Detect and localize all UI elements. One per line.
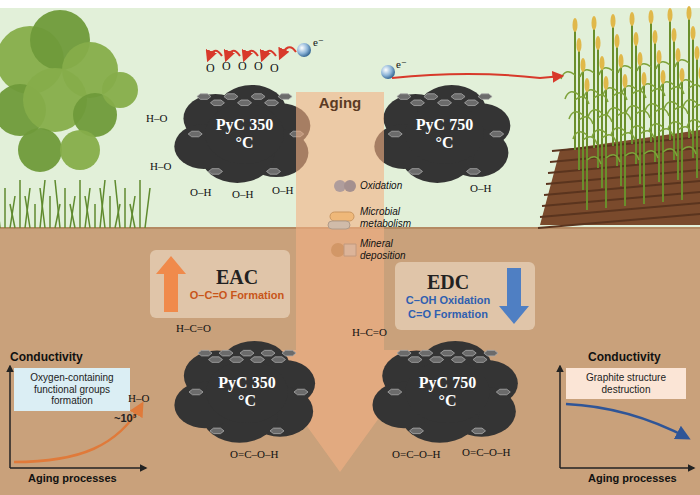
electron-label: e⁻ — [396, 58, 407, 71]
carbonyl-oxygen: O — [238, 60, 247, 74]
agent-label: Oxidation — [360, 180, 402, 192]
axis-title: Conductivity — [10, 351, 83, 365]
hydroxyl-group: O–H — [470, 182, 491, 195]
carbonyl-oxygen: O — [222, 60, 231, 74]
hydroxyl-group: H–O — [150, 160, 171, 173]
node-text-group: EDCC–OH OxidationC=O Formation — [395, 262, 535, 330]
node-text-group: PyC 750 °C — [372, 82, 517, 186]
axis-title: Aging processes — [28, 472, 117, 485]
pyrogenic-carbon-particle: PyC 350 °C — [172, 338, 322, 446]
aldehyde-group: H–C=O — [352, 326, 387, 339]
carbonyl-oxygen: O — [254, 60, 263, 74]
aldehyde-group: H–C=O — [176, 322, 211, 335]
node-text-group: Oxygen-containing functional groups form… — [14, 368, 130, 411]
conductivity-graph-left — [10, 366, 146, 468]
hydroxyl-group: H–O — [146, 112, 167, 125]
agent-label: Mineral deposition — [360, 238, 422, 261]
carbonyl-oxygen: O — [206, 62, 215, 76]
hydroxyl-group: O–H — [272, 184, 293, 197]
property-heading: EAC — [216, 266, 258, 289]
shrubs — [0, 10, 150, 228]
pyrogenic-carbon-particle: PyC 350 °C — [172, 82, 317, 186]
note-text: Graphite structure destruction — [570, 372, 682, 395]
node-text-group: PyC 350 °C — [172, 82, 317, 186]
particle-label: PyC 350 °C — [216, 374, 278, 411]
conductivity-graph-right — [560, 366, 694, 468]
property-detail: C=O Formation — [408, 308, 488, 321]
particle-label: PyC 750 °C — [414, 116, 476, 153]
hydroxyl-group: O–H — [232, 188, 253, 201]
process-label: Aging — [319, 94, 362, 111]
agent-label: Microbial metabolism — [360, 206, 422, 229]
note-box: Graphite structure destruction — [566, 368, 686, 399]
axis-title: Conductivity — [588, 351, 661, 365]
note-text: Oxygen-containing functional groups form… — [18, 372, 126, 407]
hydroxyl-group: H–O — [128, 392, 149, 405]
carbonyl-oxygen: O — [270, 62, 279, 76]
magnitude-label: ~10³ — [114, 412, 136, 425]
hydroxyl-group: O–H — [190, 186, 211, 199]
particle-label: PyC 350 °C — [214, 116, 276, 153]
crop-field — [538, 6, 700, 228]
electron-transfer-arrows — [208, 47, 562, 78]
axis-title: Aging processes — [588, 472, 677, 485]
electron-label: e⁻ — [313, 36, 324, 49]
carboxyl-group: O=C–O–H — [462, 446, 510, 459]
carboxyl-group: O=C–O–H — [392, 448, 440, 461]
node-text-group: EACO–C=O Formation — [150, 250, 290, 318]
node-text-group: Graphite structure destruction — [566, 368, 686, 399]
pyrogenic-carbon-particle: PyC 750 °C — [370, 338, 525, 446]
electron — [297, 43, 311, 57]
property-box: EACO–C=O Formation — [150, 250, 290, 318]
property-heading: EDC — [427, 271, 469, 294]
node-text-group: PyC 750 °C — [370, 338, 525, 446]
pyrogenic-carbon-particle: PyC 750 °C — [372, 82, 517, 186]
particle-label: PyC 750 °C — [417, 374, 479, 411]
note-box: Oxygen-containing functional groups form… — [14, 368, 130, 411]
property-detail: C–OH Oxidation — [406, 294, 490, 307]
electron — [381, 65, 395, 79]
node-text-group: PyC 350 °C — [172, 338, 322, 446]
carboxyl-group: O=C–O–H — [230, 448, 278, 461]
property-detail: O–C=O Formation — [190, 289, 284, 302]
property-box: EDCC–OH OxidationC=O Formation — [395, 262, 535, 330]
